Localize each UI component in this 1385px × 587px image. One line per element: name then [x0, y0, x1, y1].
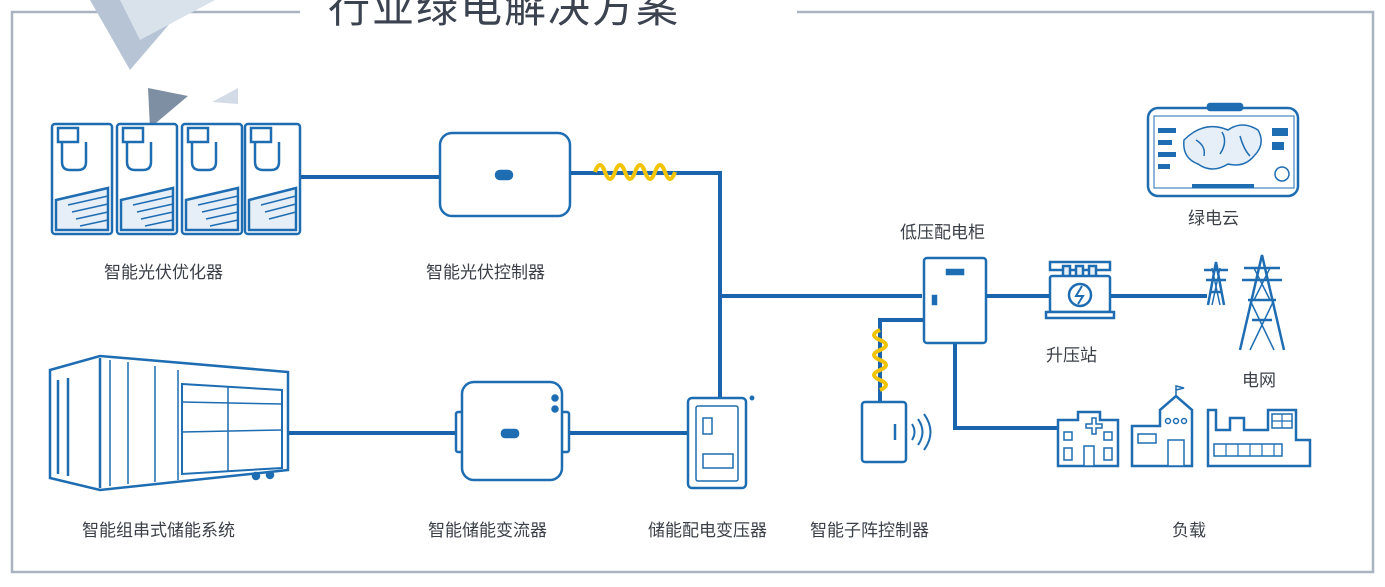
- pv-controller-label: 智能光伏控制器: [426, 263, 545, 283]
- storage-converter-icon: [454, 380, 571, 482]
- pv-cable: [593, 163, 677, 181]
- diagram-title: 行业绿电解决方案: [318, 0, 691, 35]
- subarray-controller-icon: [860, 400, 932, 464]
- grid-tower-icon: [1204, 254, 1286, 351]
- connection-lines: [288, 171, 1207, 435]
- subarray-controller-label: 智能子阵控制器: [810, 521, 929, 541]
- comm-cable: [872, 328, 888, 392]
- load-buildings-icon: [1056, 385, 1312, 468]
- storage-transformer-icon: [686, 395, 755, 490]
- storage-transformer-label: 储能配电变压器: [648, 521, 767, 541]
- green-cloud-monitor-icon: [1146, 102, 1300, 198]
- green-cloud-label: 绿电云: [1188, 209, 1239, 229]
- pv-controller-icon: [438, 131, 572, 218]
- load-label: 负载: [1172, 521, 1206, 541]
- storage-converter-label: 智能储能变流器: [428, 521, 547, 541]
- storage-system-label: 智能组串式储能系统: [82, 521, 235, 541]
- pv-optimizer-label: 智能光伏优化器: [104, 263, 223, 283]
- booster-station-label: 升压站: [1046, 346, 1097, 366]
- booster-station-icon: [1044, 260, 1116, 320]
- lv-cabinet-icon: [922, 256, 988, 345]
- lv-cabinet-label: 低压配电柜: [900, 223, 985, 243]
- frame-border: [10, 10, 1375, 574]
- grid-label: 电网: [1242, 371, 1276, 391]
- storage-container-icon: [48, 354, 290, 492]
- pv-optimizer-icon: [50, 122, 302, 236]
- decorative-triangles: [90, 0, 238, 128]
